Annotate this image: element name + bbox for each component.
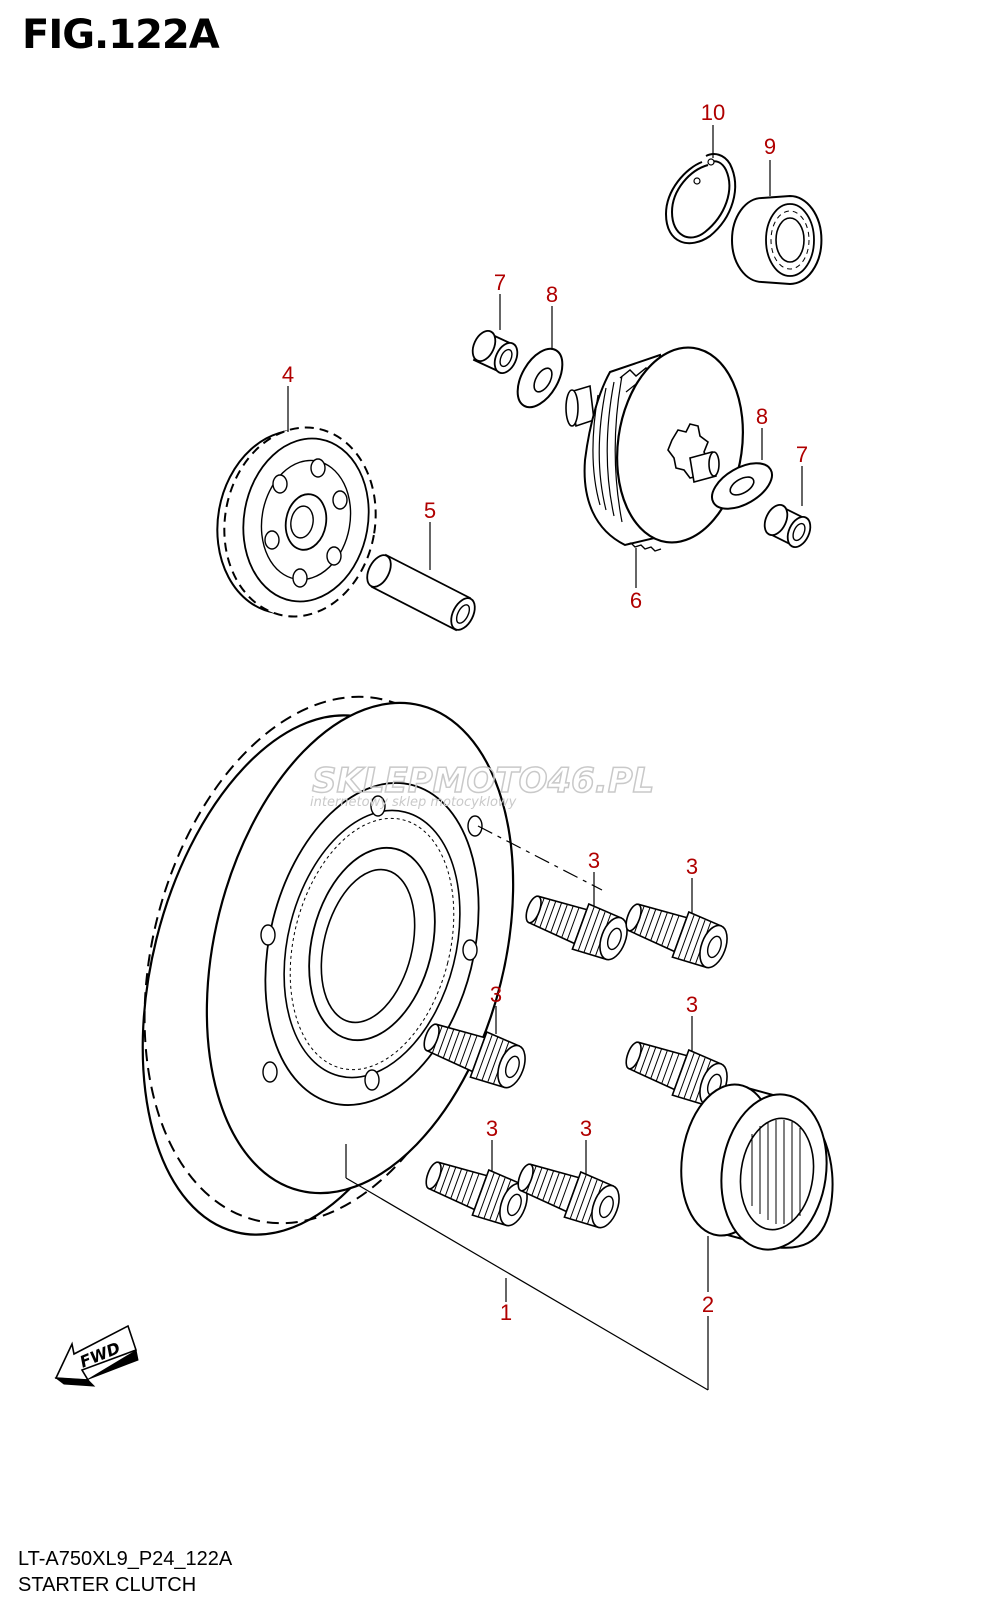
callout-part-3-b: 3 [686, 854, 698, 879]
bolt-part-3-e [418, 1150, 534, 1233]
callout-part-10: 10 [701, 100, 725, 125]
callout-part-7-top: 7 [494, 270, 506, 295]
callout-part-3-a: 3 [588, 848, 600, 873]
callout-part-3-f: 3 [580, 1116, 592, 1141]
callout-part-3-c: 3 [490, 982, 502, 1007]
figure-title: FIG.122A [22, 12, 220, 58]
figure-code: LT-A750XL9_P24_122A [18, 1548, 233, 1570]
callout-part-2: 2 [702, 1292, 714, 1317]
starter-clutch-assembly-part-6 [565, 346, 744, 552]
figure-name: STARTER CLUTCH [18, 1574, 197, 1596]
bearing-part-9 [731, 194, 823, 286]
callout-part-9: 9 [764, 134, 776, 159]
callout-part-3-d: 3 [686, 992, 698, 1017]
assembly-guide-line [477, 825, 603, 891]
callout-part-4: 4 [282, 362, 294, 387]
callout-part-1: 1 [500, 1300, 512, 1325]
callout-part-7-right: 7 [796, 442, 808, 467]
callout-part-5: 5 [424, 498, 436, 523]
callout-part-8-right: 8 [756, 404, 768, 429]
needle-bearing-part-2 [680, 1083, 834, 1251]
idle-gear-part-4 [216, 426, 377, 618]
callout-part-3-e: 3 [486, 1116, 498, 1141]
starter-clutch-gear-part-1 [141, 695, 515, 1236]
watermark-brand: SKLEPMOTO46.PL [312, 761, 654, 801]
leader-lines [287, 125, 803, 1391]
bolt-part-3-b [618, 892, 734, 975]
callout-part-6: 6 [630, 588, 642, 613]
collar-part-7-right [763, 503, 812, 549]
shaft-part-5 [366, 553, 476, 632]
bolt-part-3-f [510, 1152, 626, 1235]
callout-part-8-top: 8 [546, 282, 558, 307]
washer-part-8-right [711, 462, 773, 510]
bolt-part-3-a [518, 884, 634, 967]
fwd-direction-arrow-icon: FWD [54, 1324, 139, 1387]
collar-part-7-top [471, 329, 519, 375]
watermark-tagline: internetowy sklep motocyklowy [310, 795, 517, 810]
washer-part-8-top [516, 347, 564, 409]
circlip-part-10 [664, 153, 737, 245]
